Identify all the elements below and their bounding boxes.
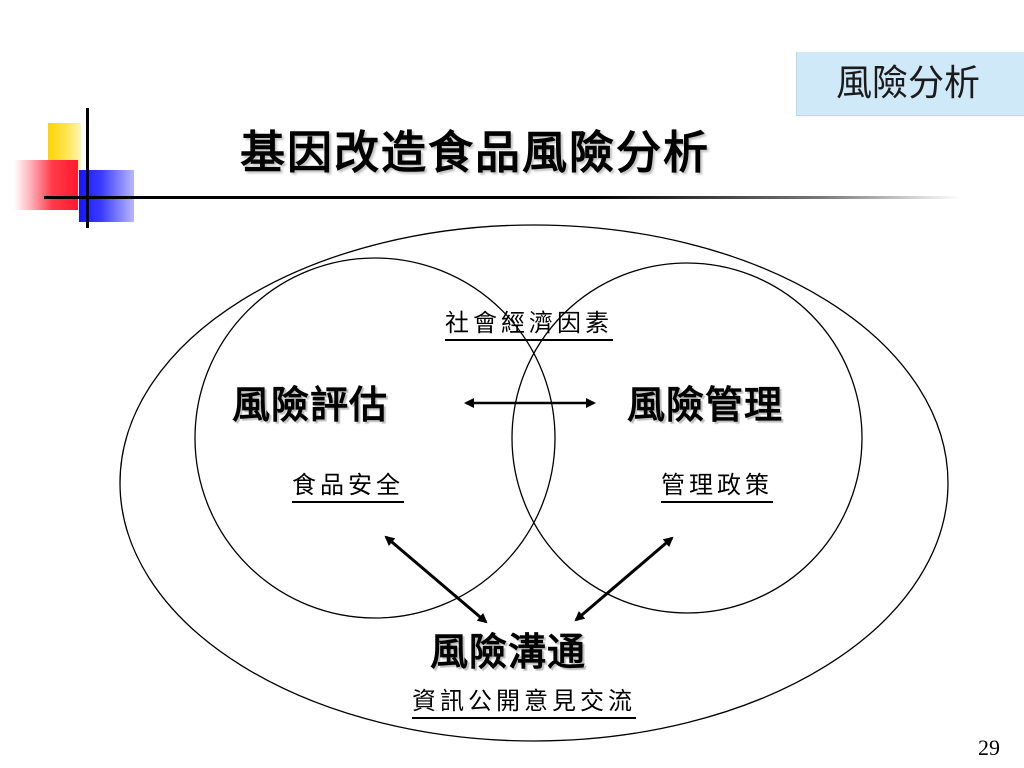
right-circle [511,262,863,614]
risk-management-label: 風險管理 [627,382,784,427]
risk-communication-label: 風險溝通 [430,629,587,674]
outer-ellipse [119,224,949,742]
assessment-communication-arrow [384,535,488,624]
management-policy-label: 管理政策 [661,470,773,503]
section-tag-box [796,52,1024,116]
page-number: 29 [978,735,1000,760]
information-disclosure-label: 資訊公開意見交流 [412,686,636,719]
risk-assessment-label: 風險評估 [232,382,389,427]
socioeconomic-factors-label: 社會經濟因素 [445,308,613,341]
management-communication-arrow [574,536,674,622]
decorative-vertical-line [86,108,89,228]
food-safety-label: 食品安全 [292,470,404,503]
section-tag: 風險分析 [835,63,980,104]
decorative-red-square [14,160,78,210]
title-underline [44,196,960,199]
left-circle [194,257,556,619]
slide-title: 基因改造食品風險分析 [240,126,711,179]
